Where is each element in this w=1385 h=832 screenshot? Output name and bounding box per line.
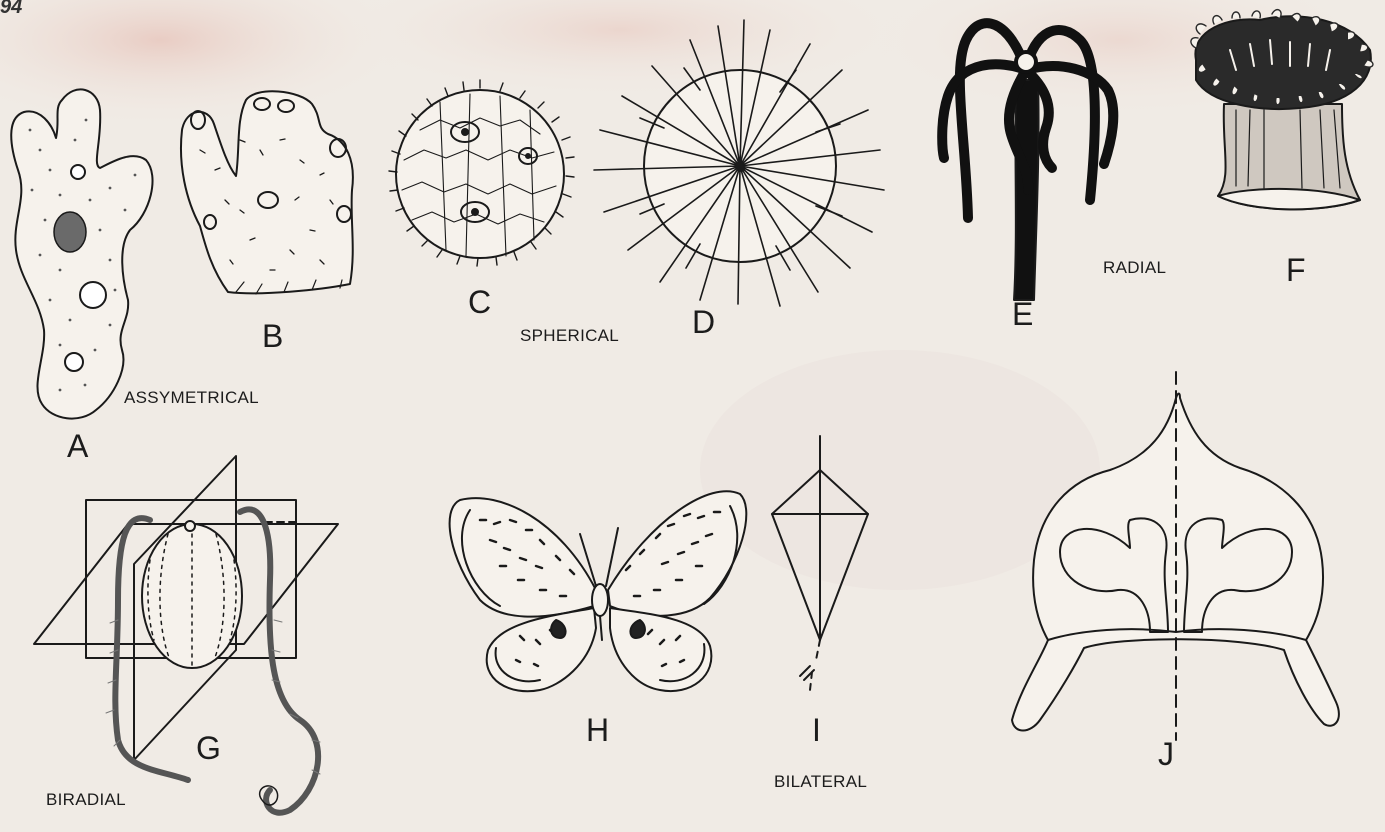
figure-label-e: E: [1012, 296, 1033, 333]
label-biradial: BIRADIAL: [46, 790, 126, 810]
figure-label-j: J: [1158, 736, 1174, 773]
figure-e-hydra: [942, 23, 1113, 300]
figure-label-h: H: [586, 712, 609, 749]
page-number: 94: [0, 0, 22, 19]
figure-b-sponge: [181, 91, 353, 294]
figure-label-a: A: [67, 428, 88, 465]
figure-f-sea-anemone: [1191, 10, 1373, 210]
label-radial: RADIAL: [1103, 258, 1166, 278]
figure-label-b: B: [262, 318, 283, 355]
figure-label-d: D: [692, 304, 715, 341]
figure-j-bilateral-larva: [1012, 372, 1339, 740]
label-bilateral: BILATERAL: [774, 772, 867, 792]
figure-h-butterfly: [450, 491, 747, 691]
figure-label-i: I: [812, 712, 821, 749]
figure-c-spherical-colony: [389, 80, 574, 266]
label-spherical: SPHERICAL: [520, 326, 619, 346]
figure-d-spiny-sphere: [594, 20, 884, 306]
figure-g-ctenophore: [34, 456, 338, 813]
figure-i-kite: [772, 436, 868, 690]
figure-label-g: G: [196, 730, 221, 767]
label-assymetrical: ASSYMETRICAL: [124, 388, 259, 408]
figure-label-f: F: [1286, 252, 1306, 289]
figure-a-amoeba: [11, 89, 152, 418]
figure-label-c: C: [468, 284, 491, 321]
